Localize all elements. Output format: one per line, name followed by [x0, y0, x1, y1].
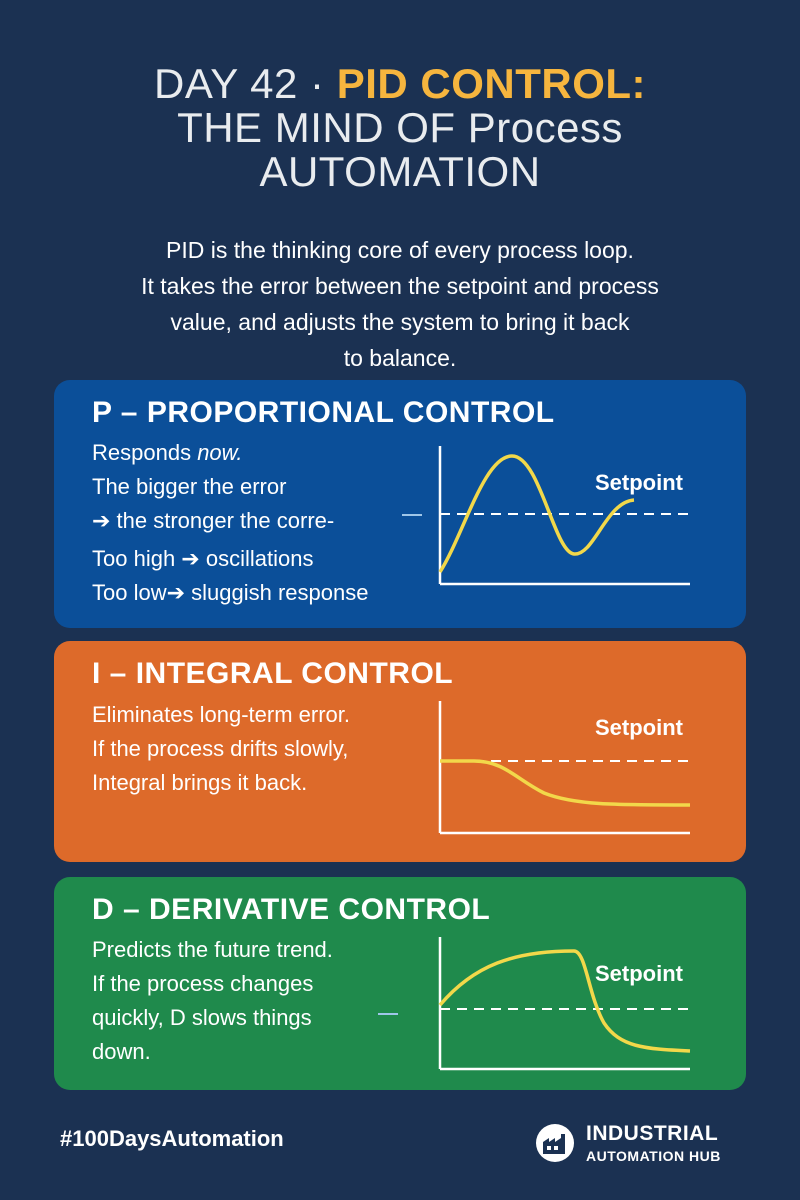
derivative-line: quickly, D slows things [92, 1005, 312, 1030]
factory-icon [536, 1124, 574, 1162]
integral-card: I – INTEGRAL CONTROL Eliminates long-ter… [54, 641, 746, 862]
proportional-line-emphasis: now. [197, 440, 243, 465]
derivative-line: Predicts the future trend. [92, 937, 333, 962]
setpoint-label: Setpoint [595, 470, 683, 495]
title-accent: PID CONTROL: [336, 60, 646, 107]
proportional-title: P – PROPORTIONAL CONTROL [92, 396, 555, 429]
dash-marker [378, 1013, 398, 1015]
page-title: DAY 42 · PID CONTROL: THE MIND OF Proces… [0, 62, 800, 194]
proportional-line: The bigger the error [92, 474, 287, 499]
intro-line: value, and adjusts the system to bring i… [170, 309, 630, 335]
integral-line: Integral brings it back. [92, 770, 308, 795]
derivative-card: D – DERIVATIVE CONTROL Predicts the futu… [54, 877, 746, 1090]
proportional-line: Too high ➔ oscillations [92, 546, 314, 571]
logo-line-1: INDUSTRIAL [586, 1122, 719, 1145]
setpoint-label: Setpoint [595, 715, 683, 740]
derivative-line: down. [92, 1039, 151, 1064]
integral-description: Eliminates long-term error. If the proce… [92, 698, 350, 800]
title-line-3: AUTOMATION [259, 148, 541, 195]
proportional-line: Too low➔ sluggish response [92, 580, 369, 605]
title-day: DAY 42 · [153, 60, 337, 107]
setpoint-label: Setpoint [595, 961, 683, 986]
integral-line: Eliminates long-term error. [92, 702, 350, 727]
derivative-graph [438, 937, 691, 1071]
proportional-graph [438, 446, 690, 586]
title-line-2: THE MIND OF Process [177, 104, 623, 151]
proportional-line: Responds now. [92, 436, 368, 470]
logo-line-2: AUTOMATION HUB [586, 1148, 721, 1164]
derivative-title: D – DERIVATIVE CONTROL [92, 893, 491, 926]
integral-graph [438, 701, 691, 835]
proportional-line-prefix: Responds [92, 440, 198, 465]
dash-marker [402, 514, 422, 516]
intro-line: PID is the thinking core of every proces… [166, 237, 634, 263]
title-line-1: DAY 42 · PID CONTROL: [0, 62, 800, 106]
integral-title: I – INTEGRAL CONTROL [92, 657, 454, 690]
integral-line: If the process drifts slowly, [92, 736, 349, 761]
derivative-line: If the process changes [92, 971, 314, 996]
brand-logo: INDUSTRIAL AUTOMATION HUB [534, 1118, 754, 1168]
response-curve [438, 949, 691, 1053]
proportional-card: P – PROPORTIONAL CONTROL Responds now. T… [54, 380, 746, 628]
response-curve [438, 454, 635, 573]
hashtag: #100DaysAutomation [60, 1126, 284, 1151]
proportional-description: Responds now. The bigger the error ➔ the… [92, 436, 368, 610]
proportional-line: ➔ the stronger the corre- [92, 508, 335, 533]
derivative-description: Predicts the future trend. If the proces… [92, 933, 333, 1069]
intro-line: to balance. [343, 345, 457, 371]
response-curve [440, 759, 691, 807]
intro-text: PID is the thinking core of every proces… [60, 232, 740, 376]
intro-line: It takes the error between the setpoint … [141, 273, 659, 299]
